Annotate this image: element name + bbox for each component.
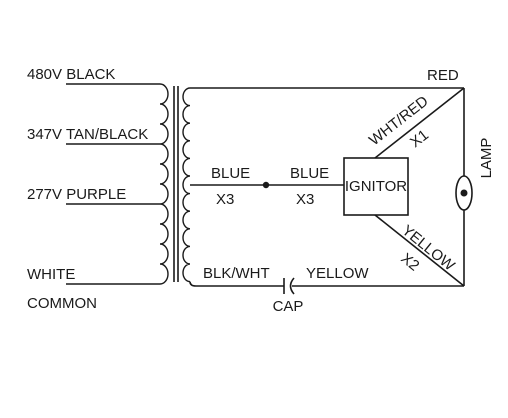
- yellow-diagonal-wire: [374, 214, 465, 287]
- lamp-label: LAMP: [478, 138, 495, 179]
- x3-junction-dot: [262, 181, 270, 189]
- blk-wht-label: BLK/WHT: [203, 265, 270, 282]
- blue-right-label: BLUE: [290, 165, 329, 182]
- tap-480v-label: 480V BLACK: [27, 66, 115, 83]
- ignitor-label: IGNITOR: [345, 178, 407, 195]
- lamp-filament-icon: [460, 189, 468, 197]
- common-label: COMMON: [27, 295, 97, 312]
- tap-347v-label: 347V TAN/BLACK: [27, 126, 148, 143]
- primary-leads: [66, 83, 160, 285]
- wht-red-wire: [374, 87, 465, 159]
- red-label: RED: [427, 67, 459, 84]
- primary-winding: [159, 83, 169, 285]
- x3-right-label: X3: [296, 191, 314, 208]
- x2-label: X2: [397, 250, 422, 275]
- yellow-bottom-label: YELLOW: [306, 265, 369, 282]
- capacitor-curved-plate-icon: [289, 277, 295, 295]
- secondary-winding: [182, 87, 191, 283]
- blk-wht-wire: [189, 281, 284, 287]
- blue-left-label: BLUE: [211, 165, 250, 182]
- x3-left-label: X3: [216, 191, 234, 208]
- tap-white-label: WHITE: [27, 266, 75, 283]
- tap-277v-label: 277V PURPLE: [27, 186, 126, 203]
- cap-label: CAP: [273, 298, 304, 315]
